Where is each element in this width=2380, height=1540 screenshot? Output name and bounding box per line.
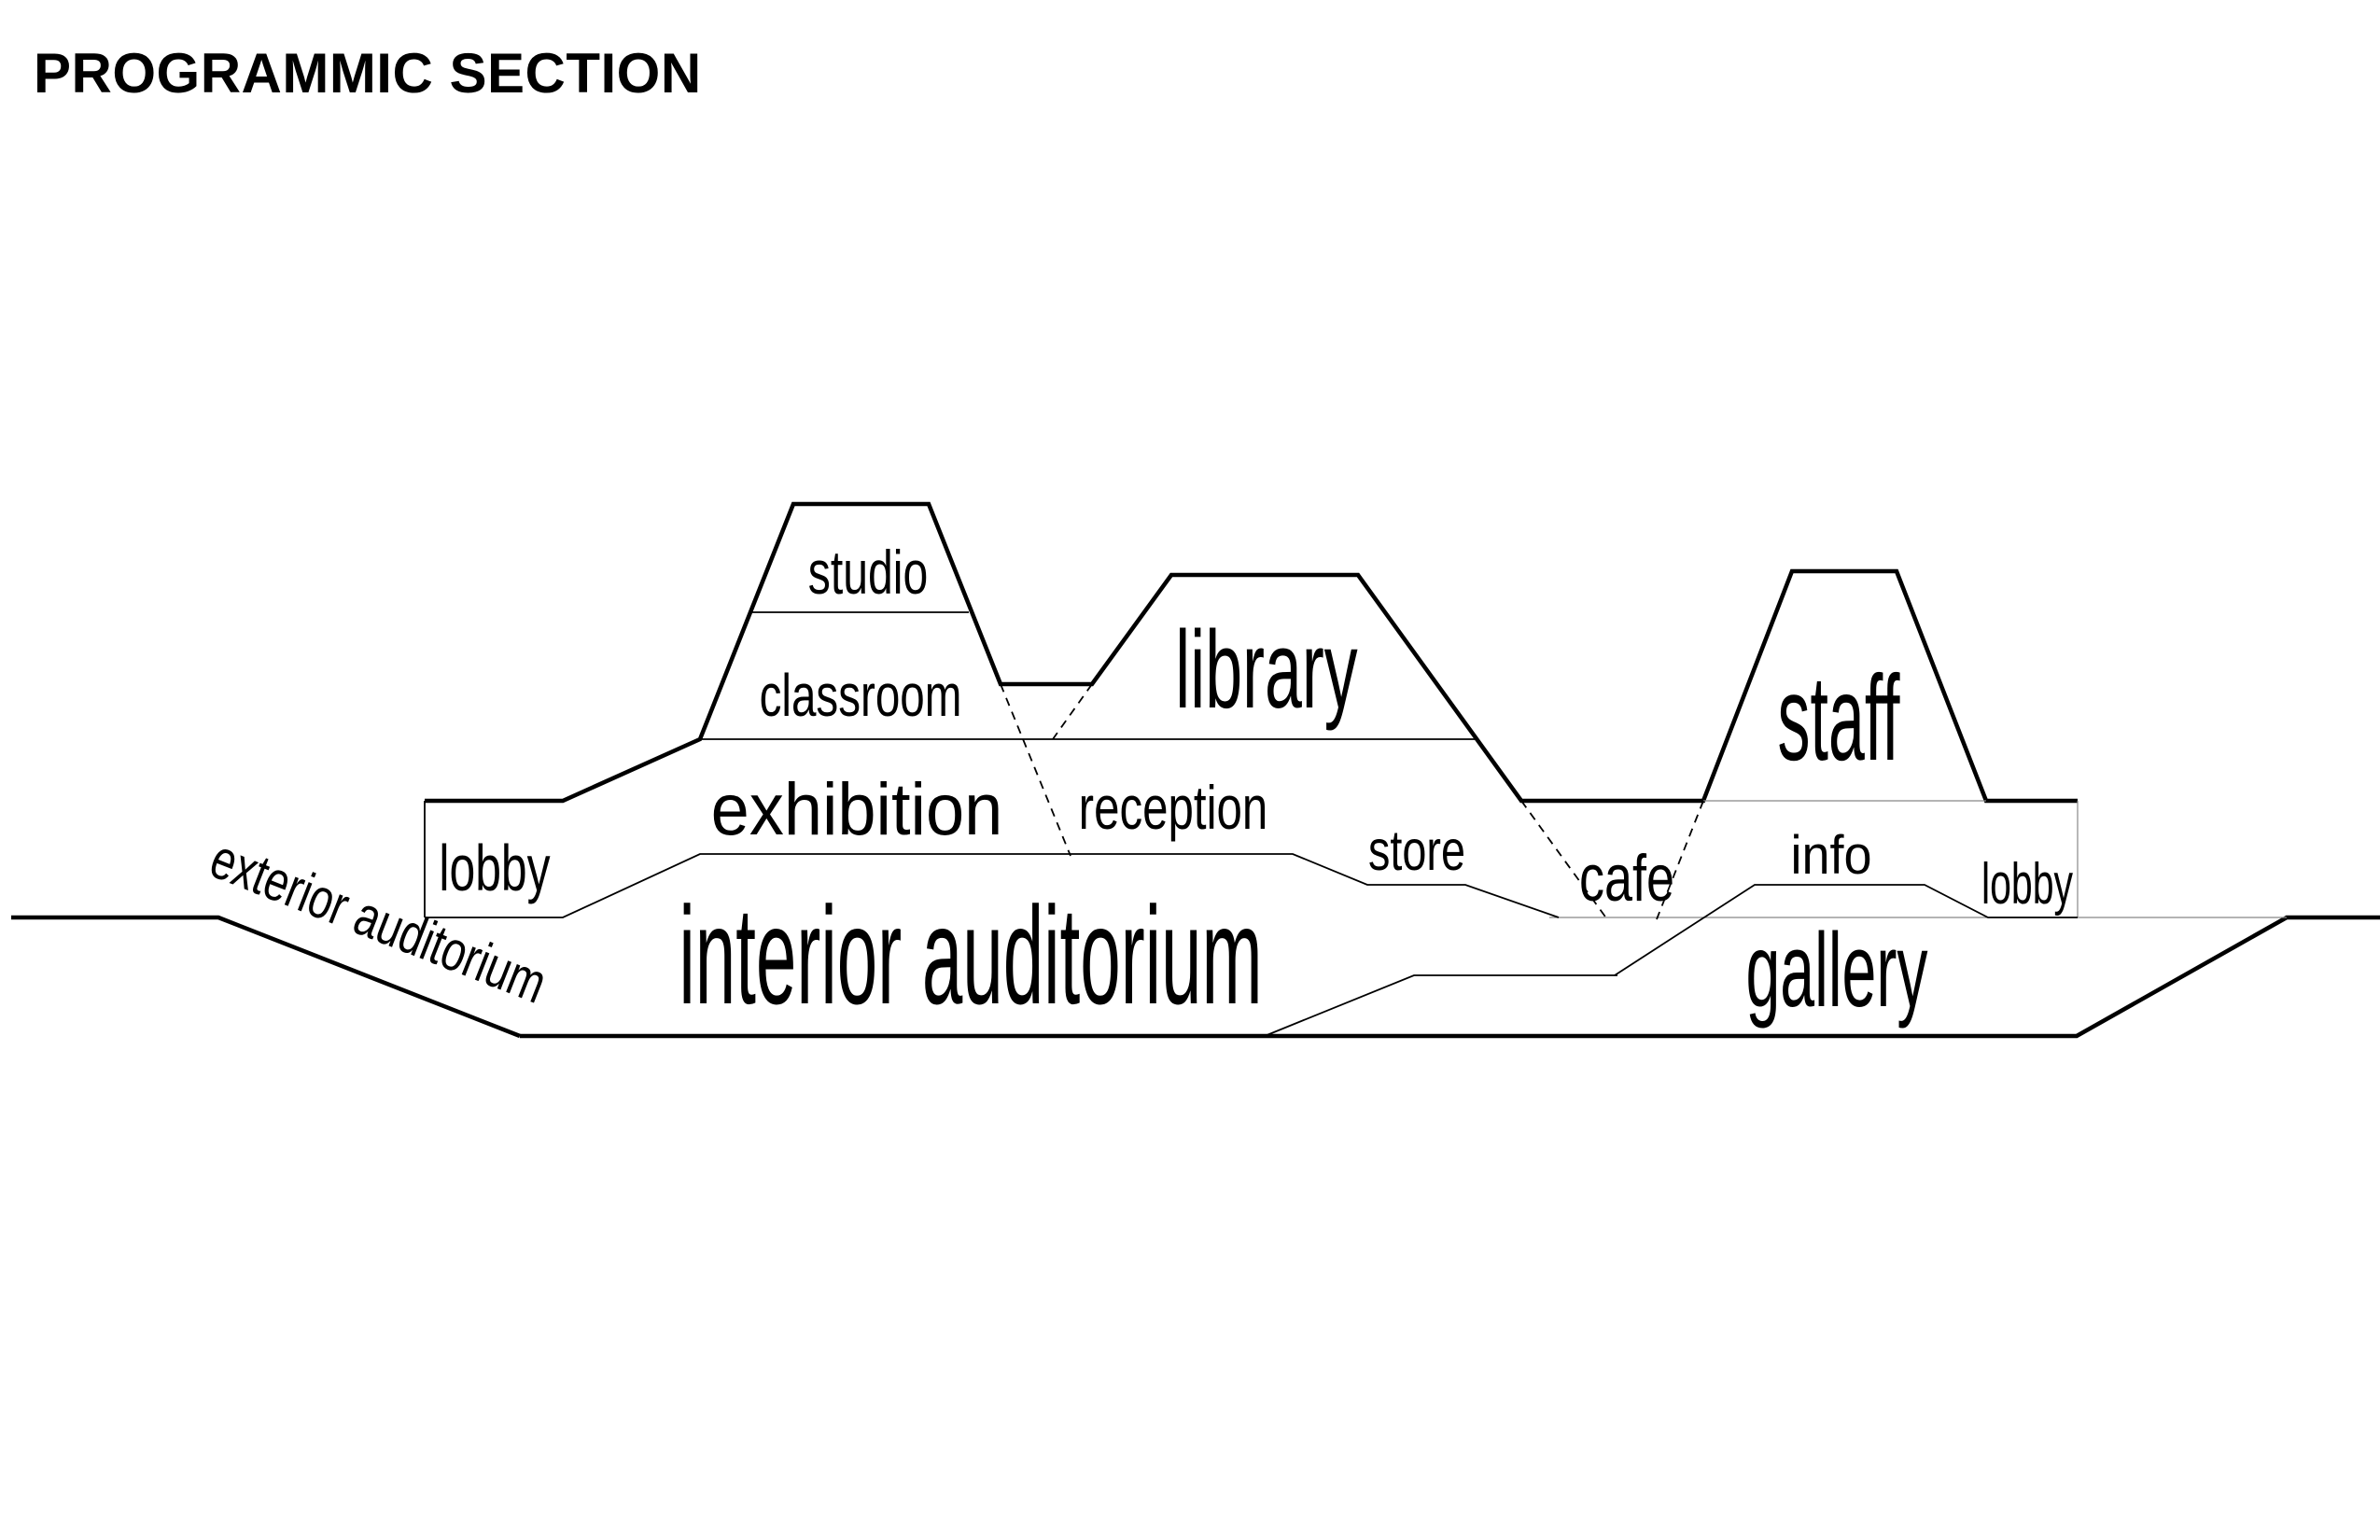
info-floor-line bbox=[1614, 884, 2078, 976]
label-gallery: gallery bbox=[1745, 912, 1927, 1029]
building-base-line bbox=[520, 915, 2380, 1039]
label-lobby-right: lobby bbox=[1981, 851, 2073, 917]
dashed-partition-store-cafe bbox=[1520, 800, 1608, 920]
label-classroom: classroom bbox=[760, 662, 962, 729]
label-cafe: cafe bbox=[1579, 842, 1674, 916]
label-staff: staff bbox=[1777, 651, 1900, 787]
dashed-partition-classroom-reception bbox=[1000, 683, 1071, 857]
label-info: info bbox=[1790, 824, 1871, 885]
label-reception: reception bbox=[1079, 774, 1268, 843]
ground-line-left bbox=[11, 915, 521, 1039]
label-interior-auditorium: interior auditorium bbox=[679, 878, 1262, 1034]
label-store: store bbox=[1368, 819, 1465, 883]
dashed-partition-cafe-staff bbox=[1656, 800, 1704, 920]
label-studio: studio bbox=[808, 539, 928, 608]
page-title: PROGRAMMIC SECTION bbox=[34, 42, 702, 105]
label-library: library bbox=[1175, 609, 1358, 732]
label-exhibition: exhibition bbox=[711, 769, 1003, 850]
label-lobby-left: lobby bbox=[439, 832, 551, 904]
dashed-partition-classroom-library bbox=[1052, 683, 1093, 740]
gallery-ceiling-line bbox=[1264, 974, 1617, 1037]
roof-outline bbox=[425, 501, 2078, 804]
exhibition-floor-line bbox=[425, 853, 1560, 918]
